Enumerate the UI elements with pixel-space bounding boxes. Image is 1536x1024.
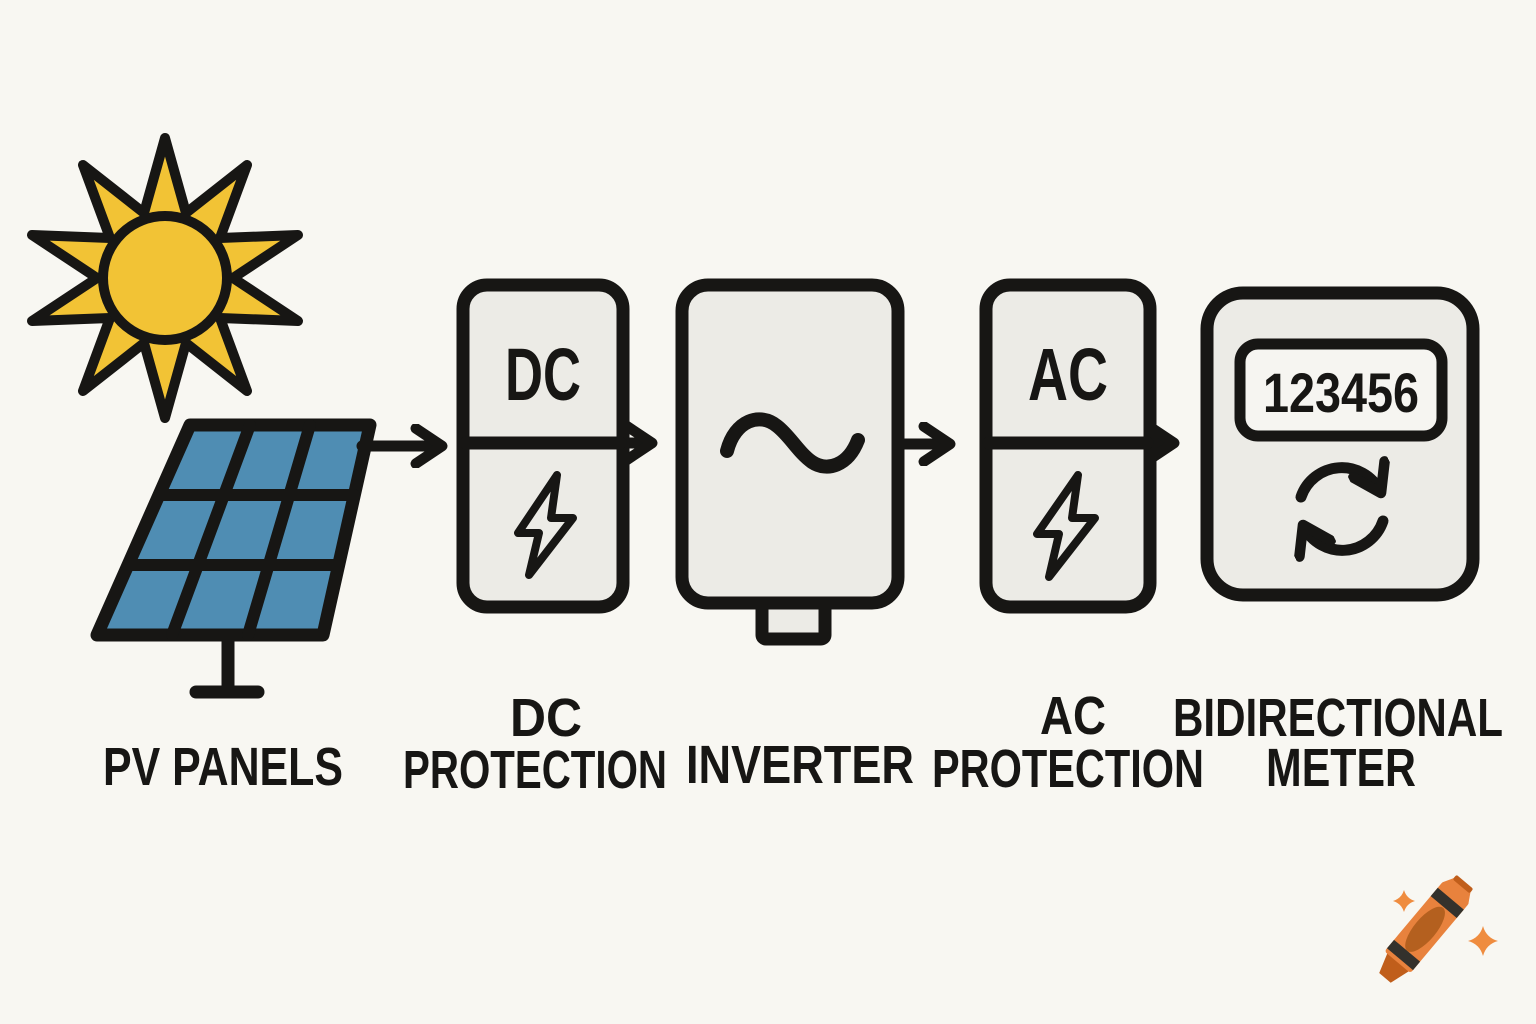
ac-protection-box: AC [979,278,1157,614]
ac-box-label: AC [1028,333,1108,416]
dc-protection-box: DC [456,278,630,614]
ac-protection-label-line2: PROTECTION [932,739,1204,799]
meter-box: 123456 [1200,286,1480,602]
meter-label-line1: BIDIRECTIONAL [1173,688,1503,748]
meter-display-value: 123456 [1263,361,1419,424]
inverter-box [675,278,905,646]
ac-protection-label-line1: AC [1040,686,1106,746]
panel-grid-lines [122,419,360,641]
dc-lightning-icon [514,471,577,579]
ac-lightning-icon [1033,471,1099,581]
sparkle-icon-large [1468,926,1498,956]
meter-label-line2: METER [1266,738,1416,798]
meter-display [1234,338,1448,442]
sun-icon [27,133,303,423]
sync-icon [1301,468,1383,551]
inverter-label: INVERTER [686,735,914,795]
sparkle-icon-small [1393,890,1415,912]
dc-protection-label-line2: PROTECTION [403,740,667,800]
sine-wave-icon [720,412,865,474]
dc-box-label: DC [505,333,581,416]
dc-protection-label-line1: DC [510,688,582,748]
crayon-logo [1379,875,1498,983]
pv-panel-icon [90,418,377,699]
pv-panels-label: PV PANELS [103,737,343,797]
